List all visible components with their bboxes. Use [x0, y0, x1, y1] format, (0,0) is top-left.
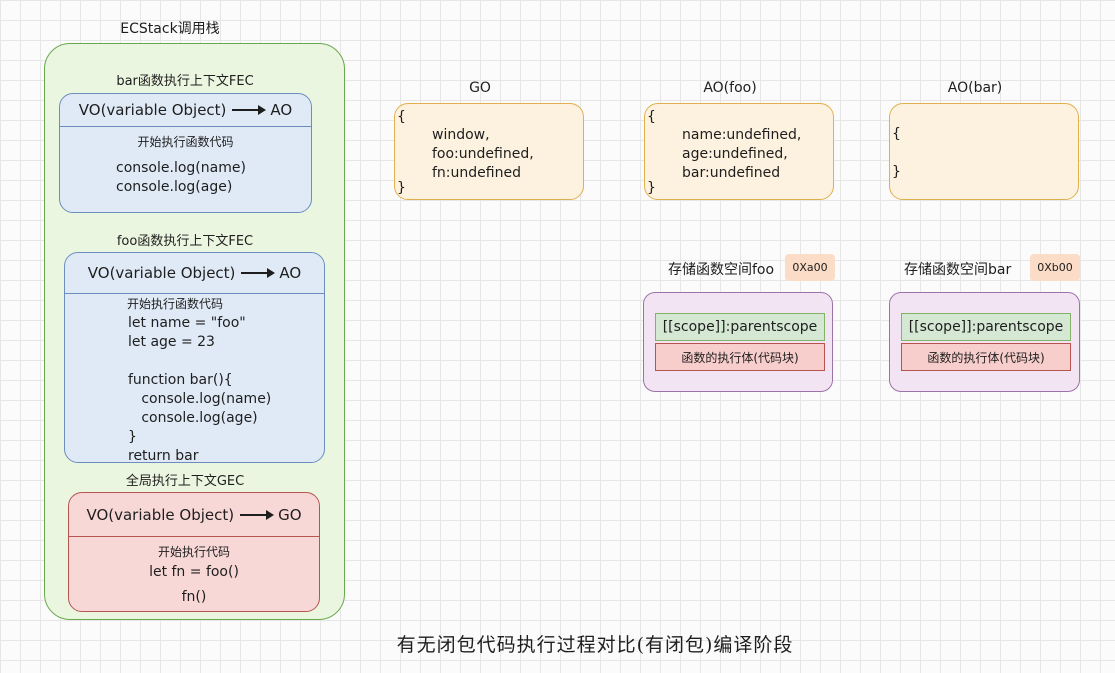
ao-foo-title: AO(foo) — [703, 80, 757, 96]
bar-function-object[interactable]: [[scope]]:parentscope 函数的执行体(代码块) — [889, 292, 1080, 392]
gec-box[interactable]: VO(variable Object) GO 开始执行代码 let fn = f… — [68, 492, 320, 612]
ao-foo-object-body: name:undefined, age:undefined, bar:undef… — [682, 127, 802, 181]
foo-function-object[interactable]: [[scope]]:parentscope 函数的执行体(代码块) — [643, 292, 833, 392]
bar-fec-box[interactable]: VO(variable Object) AO 开始执行函数代码 console.… — [59, 93, 312, 213]
foo-fec-vo-row: VO(variable Object) AO — [65, 253, 324, 294]
gec-vo-label: VO(variable Object) — [86, 505, 235, 524]
foo-memory-label: 存储函数空间foo — [668, 262, 775, 278]
bar-body-row: 函数的执行体(代码块) — [901, 343, 1071, 371]
go-object-body: window, foo:undefined, fn:undefined — [432, 127, 534, 181]
gec-vo-target: GO — [278, 505, 302, 524]
bar-fec-vo-label: VO(variable Object) — [78, 101, 227, 119]
bar-address-badge: 0Xb00 — [1030, 254, 1080, 281]
gec-code-line-2: fn() — [181, 589, 207, 605]
arrow-icon — [232, 105, 267, 115]
close-brace: } — [647, 180, 656, 196]
bar-fec-title: bar函数执行上下文FEC — [116, 74, 254, 89]
bar-fec-subtitle: 开始执行函数代码 — [137, 135, 234, 149]
foo-fec-code: let name = "foo" let age = 23 function b… — [128, 315, 272, 463]
foo-fec-vo-label: VO(variable Object) — [87, 264, 236, 282]
ao-bar-object-box[interactable]: { } — [889, 103, 1079, 200]
arrow-icon — [240, 509, 275, 520]
go-title: GO — [469, 80, 491, 96]
foo-fec-title: foo函数执行上下文FEC — [116, 234, 254, 249]
ao-foo-object-box[interactable]: { name:undefined, age:undefined, bar:und… — [644, 103, 834, 200]
bar-fec-vo-target: AO — [270, 101, 293, 119]
diagram-caption: 有无闭包代码执行过程对比(有闭包)编译阶段 — [396, 634, 794, 656]
bar-fec-code: console.log(name) console.log(age) — [116, 160, 246, 195]
ao-bar-title: AO(bar) — [947, 80, 1003, 96]
bar-fec-vo-row: VO(variable Object) AO — [60, 94, 311, 127]
arrow-icon — [241, 268, 276, 278]
foo-fec-vo-target: AO — [279, 264, 302, 282]
go-object-box[interactable]: { window, foo:undefined, fn:undefined } — [394, 103, 584, 200]
foo-address-badge: 0Xa00 — [785, 254, 835, 281]
gec-subtitle: 开始执行代码 — [157, 545, 230, 559]
open-brace: { — [647, 109, 656, 125]
open-brace: { — [397, 109, 406, 125]
foo-body-row: 函数的执行体(代码块) — [655, 343, 825, 371]
close-brace: } — [397, 180, 406, 196]
bar-scope-row: [[scope]]:parentscope — [901, 313, 1071, 341]
foo-fec-subtitle: 开始执行函数代码 — [127, 297, 224, 311]
open-brace: { — [892, 126, 901, 142]
close-brace: } — [892, 164, 901, 180]
foo-scope-row: [[scope]]:parentscope — [655, 313, 825, 341]
foo-fec-box[interactable]: VO(variable Object) AO 开始执行函数代码 let name… — [64, 252, 325, 463]
ecstack-title: ECStack调用栈 — [120, 21, 220, 37]
gec-title: 全局执行上下文GEC — [125, 474, 245, 489]
bar-memory-label: 存储函数空间bar — [904, 262, 1012, 278]
gec-code-line-1: let fn = foo() — [149, 564, 239, 580]
gec-vo-row: VO(variable Object) GO — [69, 493, 319, 537]
